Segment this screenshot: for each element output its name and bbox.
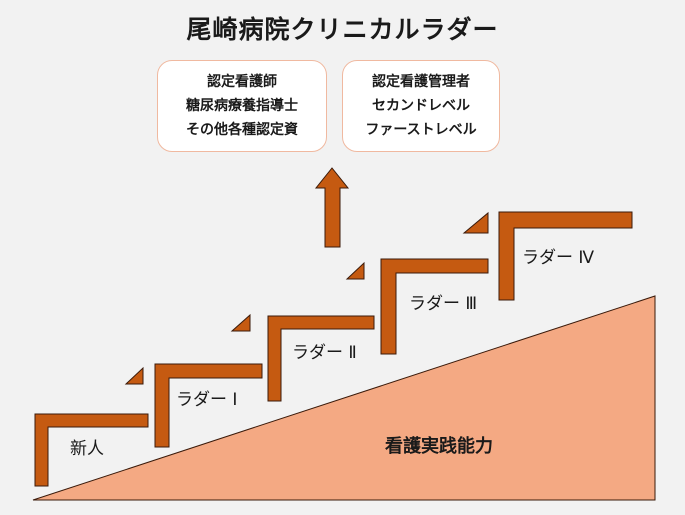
step-label-4: ラダー Ⅳ bbox=[522, 248, 595, 268]
step-label-1: ラダー Ⅰ bbox=[176, 390, 238, 410]
step-wedge-4 bbox=[462, 211, 489, 234]
diagram-title: 尾崎病院クリニカルラダー bbox=[186, 15, 499, 44]
step-label-0: 新人 bbox=[70, 439, 104, 459]
certification-box-right: 認定看護管理者 セカンドレベル ファーストレベル bbox=[342, 60, 500, 152]
ability-triangle bbox=[32, 295, 656, 501]
step-shape-4 bbox=[498, 211, 633, 301]
step-label-3: ラダー Ⅲ bbox=[409, 294, 478, 314]
box-right-line-3: ファーストレベル bbox=[365, 122, 477, 138]
step-shape-1 bbox=[154, 363, 263, 448]
box-left-line-3: その他各種認定資 bbox=[186, 122, 298, 138]
step-wedge-3 bbox=[345, 261, 365, 280]
certification-box-left: 認定看護師 糖尿病療養指導士 その他各種認定資 bbox=[157, 60, 327, 152]
box-left-line-2: 糖尿病療養指導士 bbox=[186, 98, 298, 114]
step-wedge-1 bbox=[124, 366, 144, 385]
step-label-2: ラダー Ⅱ bbox=[292, 343, 357, 363]
step-shape-2 bbox=[267, 315, 375, 402]
step-shape-3 bbox=[380, 258, 489, 355]
box-left-line-1: 認定看護師 bbox=[207, 74, 277, 90]
box-right-line-1: 認定看護管理者 bbox=[372, 74, 470, 90]
box-right-line-2: セカンドレベル bbox=[372, 98, 470, 114]
triangle-label: 看護実践能力 bbox=[385, 436, 493, 457]
up-arrow bbox=[314, 167, 350, 248]
step-shape-0 bbox=[34, 413, 149, 487]
step-wedge-2 bbox=[230, 313, 251, 332]
